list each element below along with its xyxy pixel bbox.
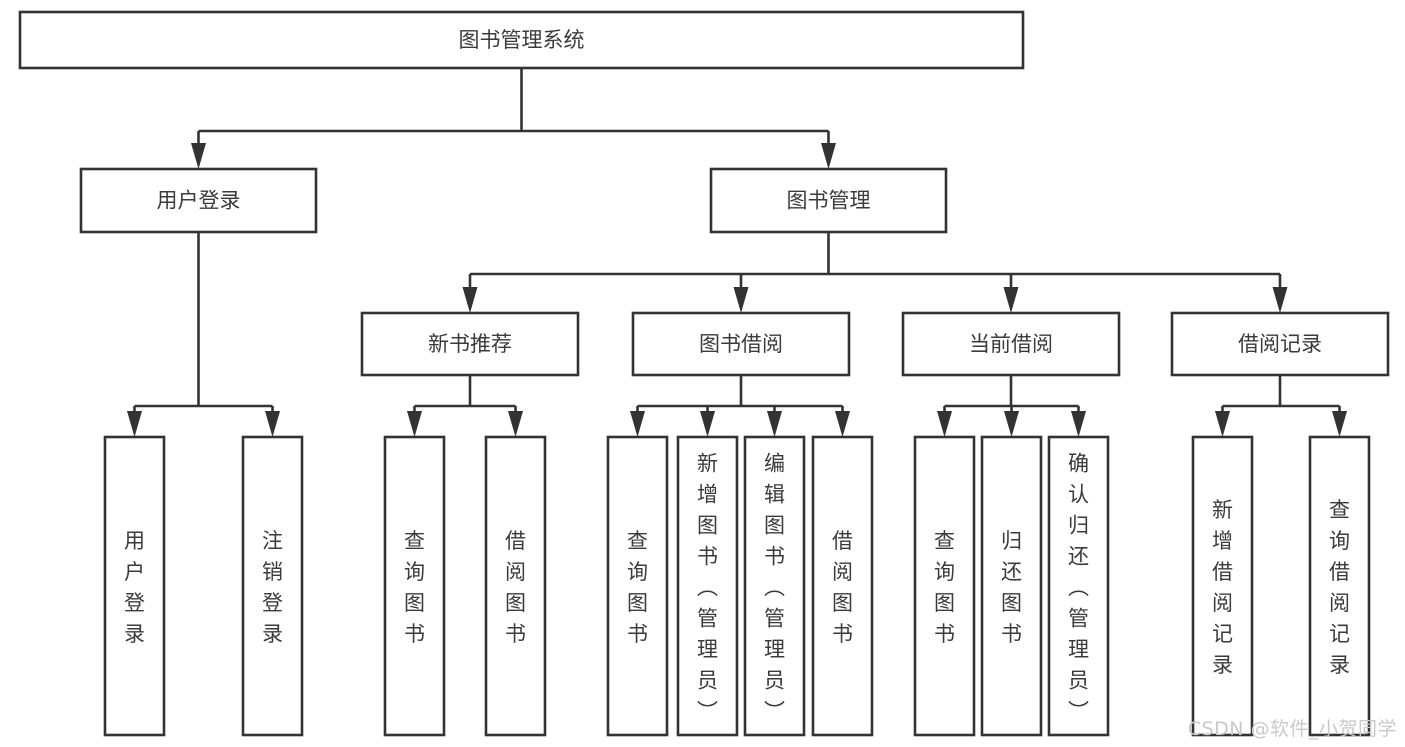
- node-leaf-user-logout[interactable]: 注销登录: [241, 435, 304, 737]
- node-label: 查询借阅记录: [1329, 498, 1350, 677]
- diagram-nodes-layer: 图书管理系统用户登录图书管理新书推荐图书借阅当前借阅借阅记录用户登录注销登录查询…: [18, 10, 1390, 737]
- node-leaf-rec-find[interactable]: 查询借阅记录: [1308, 435, 1371, 737]
- node-box[interactable]: [79, 167, 318, 234]
- node-leaf-user-login[interactable]: 用户登录: [103, 435, 166, 737]
- edge-records-to-leaves: [1215, 375, 1347, 437]
- node-label: 借阅图书: [505, 529, 526, 646]
- node-box[interactable]: [360, 311, 580, 377]
- arrow-head-icon: [821, 143, 836, 169]
- node-leaf-rec-borrow[interactable]: 借阅图书: [484, 435, 547, 737]
- node-box[interactable]: [980, 435, 1043, 737]
- node-label: 用户登录: [157, 189, 241, 213]
- node-box[interactable]: [1170, 311, 1390, 377]
- watermark-label: CSDN @软件_小贺同学: [1187, 718, 1397, 740]
- node-label: 新增图书︵管理员︶: [697, 452, 718, 724]
- node-box[interactable]: [811, 435, 874, 737]
- node-label: 确认归还︵管理员︶: [1068, 452, 1089, 724]
- node-box[interactable]: [606, 435, 669, 737]
- node-box[interactable]: [1308, 435, 1371, 737]
- node-box[interactable]: [901, 311, 1121, 377]
- node-root[interactable]: 图书管理系统: [18, 10, 1025, 70]
- node-box[interactable]: [241, 435, 304, 737]
- node-leaf-bor-lend[interactable]: 借阅图书: [811, 435, 874, 737]
- node-label: 图书管理系统: [459, 28, 585, 52]
- arrow-head-icon: [767, 411, 782, 437]
- node-box[interactable]: [743, 435, 806, 737]
- arrow-head-icon: [630, 411, 645, 437]
- node-box[interactable]: [913, 435, 976, 737]
- edge-login-to-leaves: [127, 232, 280, 437]
- arrow-head-icon: [462, 287, 478, 313]
- node-records[interactable]: 借阅记录: [1170, 311, 1390, 377]
- node-box[interactable]: [103, 435, 166, 737]
- arrow-head-icon: [1272, 287, 1288, 313]
- node-label: 当前借阅: [969, 332, 1053, 356]
- node-box[interactable]: [1191, 435, 1254, 737]
- node-label: 图书借阅: [699, 332, 783, 356]
- edge-root-to-level2: [191, 68, 836, 169]
- node-leaf-rec-add[interactable]: 新增借阅记录: [1191, 435, 1254, 737]
- arrow-head-icon: [265, 411, 280, 437]
- connector-edges-layer: [127, 68, 1347, 437]
- node-box[interactable]: [18, 10, 1025, 70]
- arrow-head-icon: [1215, 411, 1230, 437]
- arrow-head-icon: [127, 411, 142, 437]
- arrow-head-icon: [733, 287, 749, 313]
- arrow-head-icon: [1071, 411, 1086, 437]
- arrow-head-icon: [937, 411, 952, 437]
- node-leaf-cur-confirm[interactable]: 确认归还︵管理员︶: [1047, 435, 1110, 737]
- node-leaf-cur-return[interactable]: 归还图书: [980, 435, 1043, 737]
- edge-bookmgmt-to-level3: [462, 232, 1288, 313]
- node-label: 查询图书: [404, 529, 425, 646]
- node-label: 用户登录: [124, 529, 145, 646]
- node-label: 新书推荐: [428, 332, 512, 356]
- node-box[interactable]: [1047, 435, 1110, 737]
- node-leaf-bor-query[interactable]: 查询图书: [606, 435, 669, 737]
- arrow-head-icon: [407, 411, 422, 437]
- node-recommend[interactable]: 新书推荐: [360, 311, 580, 377]
- arrow-head-icon: [700, 411, 715, 437]
- node-label: 借阅图书: [832, 529, 853, 646]
- arrow-head-icon: [1004, 411, 1019, 437]
- node-box[interactable]: [631, 311, 851, 377]
- node-label: 借阅记录: [1238, 332, 1322, 356]
- node-leaf-bor-add[interactable]: 新增图书︵管理员︶: [676, 435, 739, 737]
- node-box[interactable]: [484, 435, 547, 737]
- node-bookmgmt[interactable]: 图书管理: [709, 167, 948, 234]
- node-login[interactable]: 用户登录: [79, 167, 318, 234]
- node-current[interactable]: 当前借阅: [901, 311, 1121, 377]
- arrow-head-icon: [835, 411, 850, 437]
- node-borrow[interactable]: 图书借阅: [631, 311, 851, 377]
- arrow-head-icon: [191, 143, 206, 169]
- node-label: 查询图书: [627, 529, 648, 646]
- node-leaf-bor-edit[interactable]: 编辑图书︵管理员︶: [743, 435, 806, 737]
- node-leaf-rec-query[interactable]: 查询图书: [383, 435, 446, 737]
- node-box[interactable]: [676, 435, 739, 737]
- node-leaf-cur-query[interactable]: 查询图书: [913, 435, 976, 737]
- node-box[interactable]: [709, 167, 948, 234]
- arrow-head-icon: [1332, 411, 1347, 437]
- node-box[interactable]: [383, 435, 446, 737]
- edge-recommend-to-leaves: [407, 375, 523, 437]
- node-label: 编辑图书︵管理员︶: [764, 452, 785, 724]
- edge-borrow-to-leaves: [630, 375, 850, 437]
- edge-current-to-leaves: [937, 375, 1086, 437]
- node-label: 新增借阅记录: [1212, 498, 1233, 677]
- arrow-head-icon: [508, 411, 523, 437]
- node-label: 注销登录: [262, 529, 283, 646]
- arrow-head-icon: [1003, 287, 1019, 313]
- node-label: 图书管理: [787, 189, 871, 213]
- node-label: 归还图书: [1001, 529, 1022, 646]
- node-label: 查询图书: [934, 529, 955, 646]
